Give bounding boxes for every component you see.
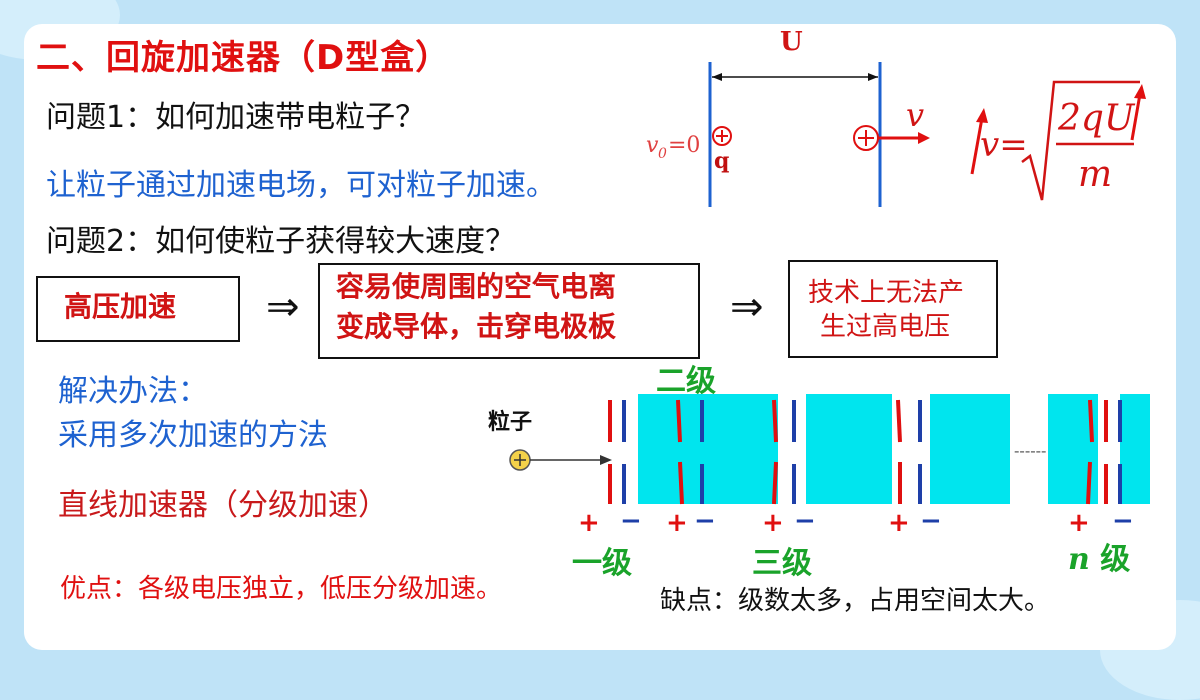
implies-arrow-2: ⇒: [730, 284, 764, 330]
drift-tube: [806, 394, 892, 504]
charge-label: q: [714, 148, 729, 174]
minus-sign: −: [694, 506, 716, 536]
voltage-label: U: [780, 27, 803, 57]
v0-label: v: [646, 133, 659, 158]
sqrt-sign: [1021, 80, 1140, 201]
drift-tube: [638, 394, 778, 504]
plus-sign: +: [762, 508, 784, 538]
disadvantage-text: 缺点：级数太多，占用空间太大。: [660, 586, 1051, 616]
minus-sign: −: [794, 506, 816, 536]
v0-equals: =0: [668, 133, 700, 158]
plus-sign: +: [1068, 508, 1090, 538]
stage-n-label: n 级: [1068, 534, 1130, 578]
box-conclusion-line2: 生过高电压: [820, 312, 951, 342]
box-conclusion: [788, 260, 998, 358]
particle-label: 粒子: [488, 410, 533, 435]
dashes: ------: [1014, 441, 1046, 460]
stage-n-letter: n: [1068, 542, 1090, 577]
answer-1: 让粒子通过加速电场，可对粒子加速。: [46, 168, 556, 203]
box-problem-line2: 变成导体，击穿电极板: [336, 310, 617, 343]
minus-sign: −: [920, 506, 942, 536]
drift-tube: [930, 394, 1010, 504]
question-2: 问题2：如何使粒子获得较大速度？: [46, 224, 516, 259]
minus-sign: −: [620, 506, 642, 536]
stage-n-text: 级: [1089, 542, 1131, 577]
v0-subscript: 0: [658, 146, 667, 162]
drift-tube: [1120, 394, 1150, 504]
acceleration-field-diagram: U v 0 =0 q v v= 2qU m: [646, 27, 1146, 207]
stage-1-label: 一级: [572, 546, 632, 581]
red-mark-arrow: [970, 117, 984, 175]
box-high-voltage: [36, 276, 240, 342]
linac-diagram: ------: [509, 394, 1150, 505]
stage-2-label: 二级: [656, 364, 716, 399]
solution-heading: 解决办法：: [58, 374, 208, 409]
plus-sign: +: [888, 508, 910, 538]
red-mark-arrow-2: [1130, 93, 1142, 141]
formula-lhs: v=: [980, 125, 1028, 165]
velocity-label: v: [906, 96, 924, 134]
linear-accelerator-label: 直线加速器（分级加速）: [58, 488, 388, 523]
box-problem-line1: 容易使周围的空气电离: [336, 270, 617, 303]
box-problem: [318, 263, 700, 359]
solution-text: 采用多次加速的方法: [58, 418, 328, 453]
charge-start-icon: [712, 126, 732, 146]
advantage-text: 优点：各级电压独立，低压分级加速。: [60, 574, 503, 604]
stage-3-label: 三级: [752, 546, 812, 581]
formula-numerator: 2qU: [1057, 98, 1136, 139]
implies-arrow: ⇒: [266, 284, 300, 330]
slide-title: 二、回旋加速器（D型盒）: [36, 38, 451, 78]
formula-denominator: m: [1078, 154, 1112, 195]
minus-sign: −: [1112, 506, 1134, 536]
box-high-voltage-text: 高压加速: [64, 290, 177, 323]
plus-sign: +: [578, 508, 600, 538]
question-1: 问题1：如何加速带电粒子？: [46, 100, 426, 135]
plus-sign: +: [666, 508, 688, 538]
box-conclusion-line1: 技术上无法产: [808, 278, 965, 308]
